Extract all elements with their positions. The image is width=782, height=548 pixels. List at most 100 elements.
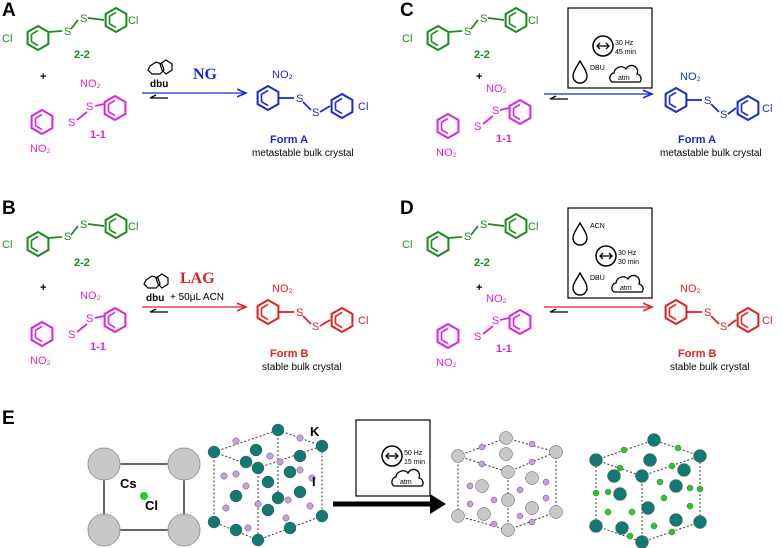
- s-label: S: [86, 313, 93, 325]
- s-label: S: [80, 219, 87, 231]
- time-label: 15 min: [404, 459, 425, 466]
- k-label: K: [310, 424, 320, 439]
- s-label: S: [68, 329, 75, 341]
- i-atom: [466, 482, 474, 490]
- cl-atom: [674, 444, 682, 452]
- method-ng: NG: [193, 66, 218, 83]
- s-label: S: [704, 307, 711, 319]
- s-label: S: [704, 95, 711, 107]
- i-atom: [232, 437, 240, 445]
- cl-label: Cl: [762, 103, 772, 115]
- cs-atom: [475, 479, 489, 493]
- molecule-1-1-c: NO₂ S S NO₂ 1-1: [436, 83, 532, 159]
- label-1-1: 1-1: [496, 133, 512, 145]
- k-atom: [607, 469, 621, 483]
- i-atom: [490, 496, 498, 504]
- no2-label: NO₂: [486, 83, 507, 95]
- label-2-2: 2-2: [74, 49, 90, 61]
- k-atom: [271, 423, 285, 437]
- k-atom: [693, 449, 707, 463]
- product-lattice-1: [451, 431, 563, 537]
- cs-atom: [549, 505, 563, 519]
- i-atom: [528, 518, 536, 526]
- s-label: S: [312, 107, 319, 119]
- form-b-desc: stable bulk crystal: [670, 362, 749, 373]
- i-atom: [466, 500, 474, 508]
- i-atom: [284, 496, 292, 504]
- i-atom: [296, 434, 304, 442]
- i-atom: [254, 500, 262, 508]
- cl-atom: [668, 462, 676, 470]
- i-atom: [222, 504, 230, 512]
- form-a-label: Form A: [270, 134, 308, 146]
- cl-atom: [626, 532, 634, 540]
- molecule-2-2-b: Cl S S Cl 2-2: [2, 213, 138, 269]
- s-label: S: [480, 13, 487, 25]
- i-atom: [232, 470, 240, 478]
- s-label: S: [296, 307, 303, 319]
- dbu-structure: dbu: [143, 273, 169, 304]
- i-atom: [276, 458, 284, 466]
- k-atom: [229, 523, 243, 537]
- k-atom: [647, 433, 661, 447]
- cl-label: Cl: [402, 33, 412, 45]
- s-label: S: [296, 93, 303, 105]
- s-label: S: [480, 219, 487, 231]
- s-label: S: [86, 101, 93, 113]
- k-atom: [293, 485, 307, 499]
- cl-label: Cl: [528, 15, 538, 27]
- k-atom: [693, 515, 707, 529]
- panel-c: C Cl S S Cl 2-2 + NO₂ S S NO₂ 1-1: [400, 0, 772, 159]
- cl-label: Cl: [358, 315, 368, 327]
- cs-atom: [87, 447, 121, 481]
- product-form-b-d: NO₂ S S Cl Form B stable bulk crystal: [664, 283, 772, 373]
- k-atom: [261, 475, 275, 489]
- panel-letter-c: C: [400, 0, 414, 21]
- panel-letter-d: D: [400, 198, 414, 219]
- liquid1-label: ACN: [590, 223, 605, 230]
- cl-atom: [668, 528, 676, 536]
- atm-label: atm: [400, 479, 412, 486]
- cl-label: Cl: [128, 221, 138, 233]
- form-b-label: Form B: [678, 348, 717, 360]
- cl-atom: [604, 488, 612, 496]
- i-atom: [296, 466, 304, 474]
- plus-sign: +: [476, 282, 482, 294]
- s-label: S: [720, 321, 727, 333]
- k-atom: [613, 487, 627, 501]
- i-atom: [478, 443, 486, 451]
- k-atom: [207, 445, 221, 459]
- cs-label: Cs: [120, 476, 137, 491]
- grinder-icon: [381, 445, 403, 467]
- i-atom: [542, 478, 550, 486]
- s-label: S: [68, 117, 75, 129]
- molecule-2-2-d: Cl S S Cl 2-2: [402, 213, 538, 269]
- form-a-desc: metastable bulk crystal: [252, 148, 354, 159]
- k-atom: [669, 513, 683, 527]
- s-label: S: [492, 315, 499, 327]
- cs-atom: [451, 509, 465, 523]
- i-atom: [308, 474, 316, 482]
- k-atom: [643, 453, 657, 467]
- form-b-desc: stable bulk crystal: [262, 362, 341, 373]
- additive-label: + 50μL ACN: [170, 292, 224, 303]
- cs-atom: [499, 431, 513, 445]
- molecule-2-2-a: Cl S S Cl 2-2: [2, 7, 138, 61]
- cl-atom: [656, 478, 664, 486]
- freq-label: 30 Hz: [618, 250, 637, 257]
- no2-label: NO₂: [680, 71, 701, 83]
- i-atom: [516, 512, 524, 520]
- cl-label: Cl: [2, 239, 12, 251]
- i-atom: [244, 524, 252, 532]
- i-atom: [528, 458, 536, 466]
- s-label: S: [474, 331, 481, 343]
- no2-label: NO₂: [272, 69, 293, 81]
- time-label: 30 min: [618, 259, 639, 266]
- freq-label: 30 Hz: [615, 40, 634, 47]
- s-label: S: [720, 109, 727, 121]
- cl-label: Cl: [358, 101, 368, 113]
- s-label: S: [312, 321, 319, 333]
- label-1-1: 1-1: [90, 341, 106, 353]
- panel-letter-b: B: [2, 198, 16, 219]
